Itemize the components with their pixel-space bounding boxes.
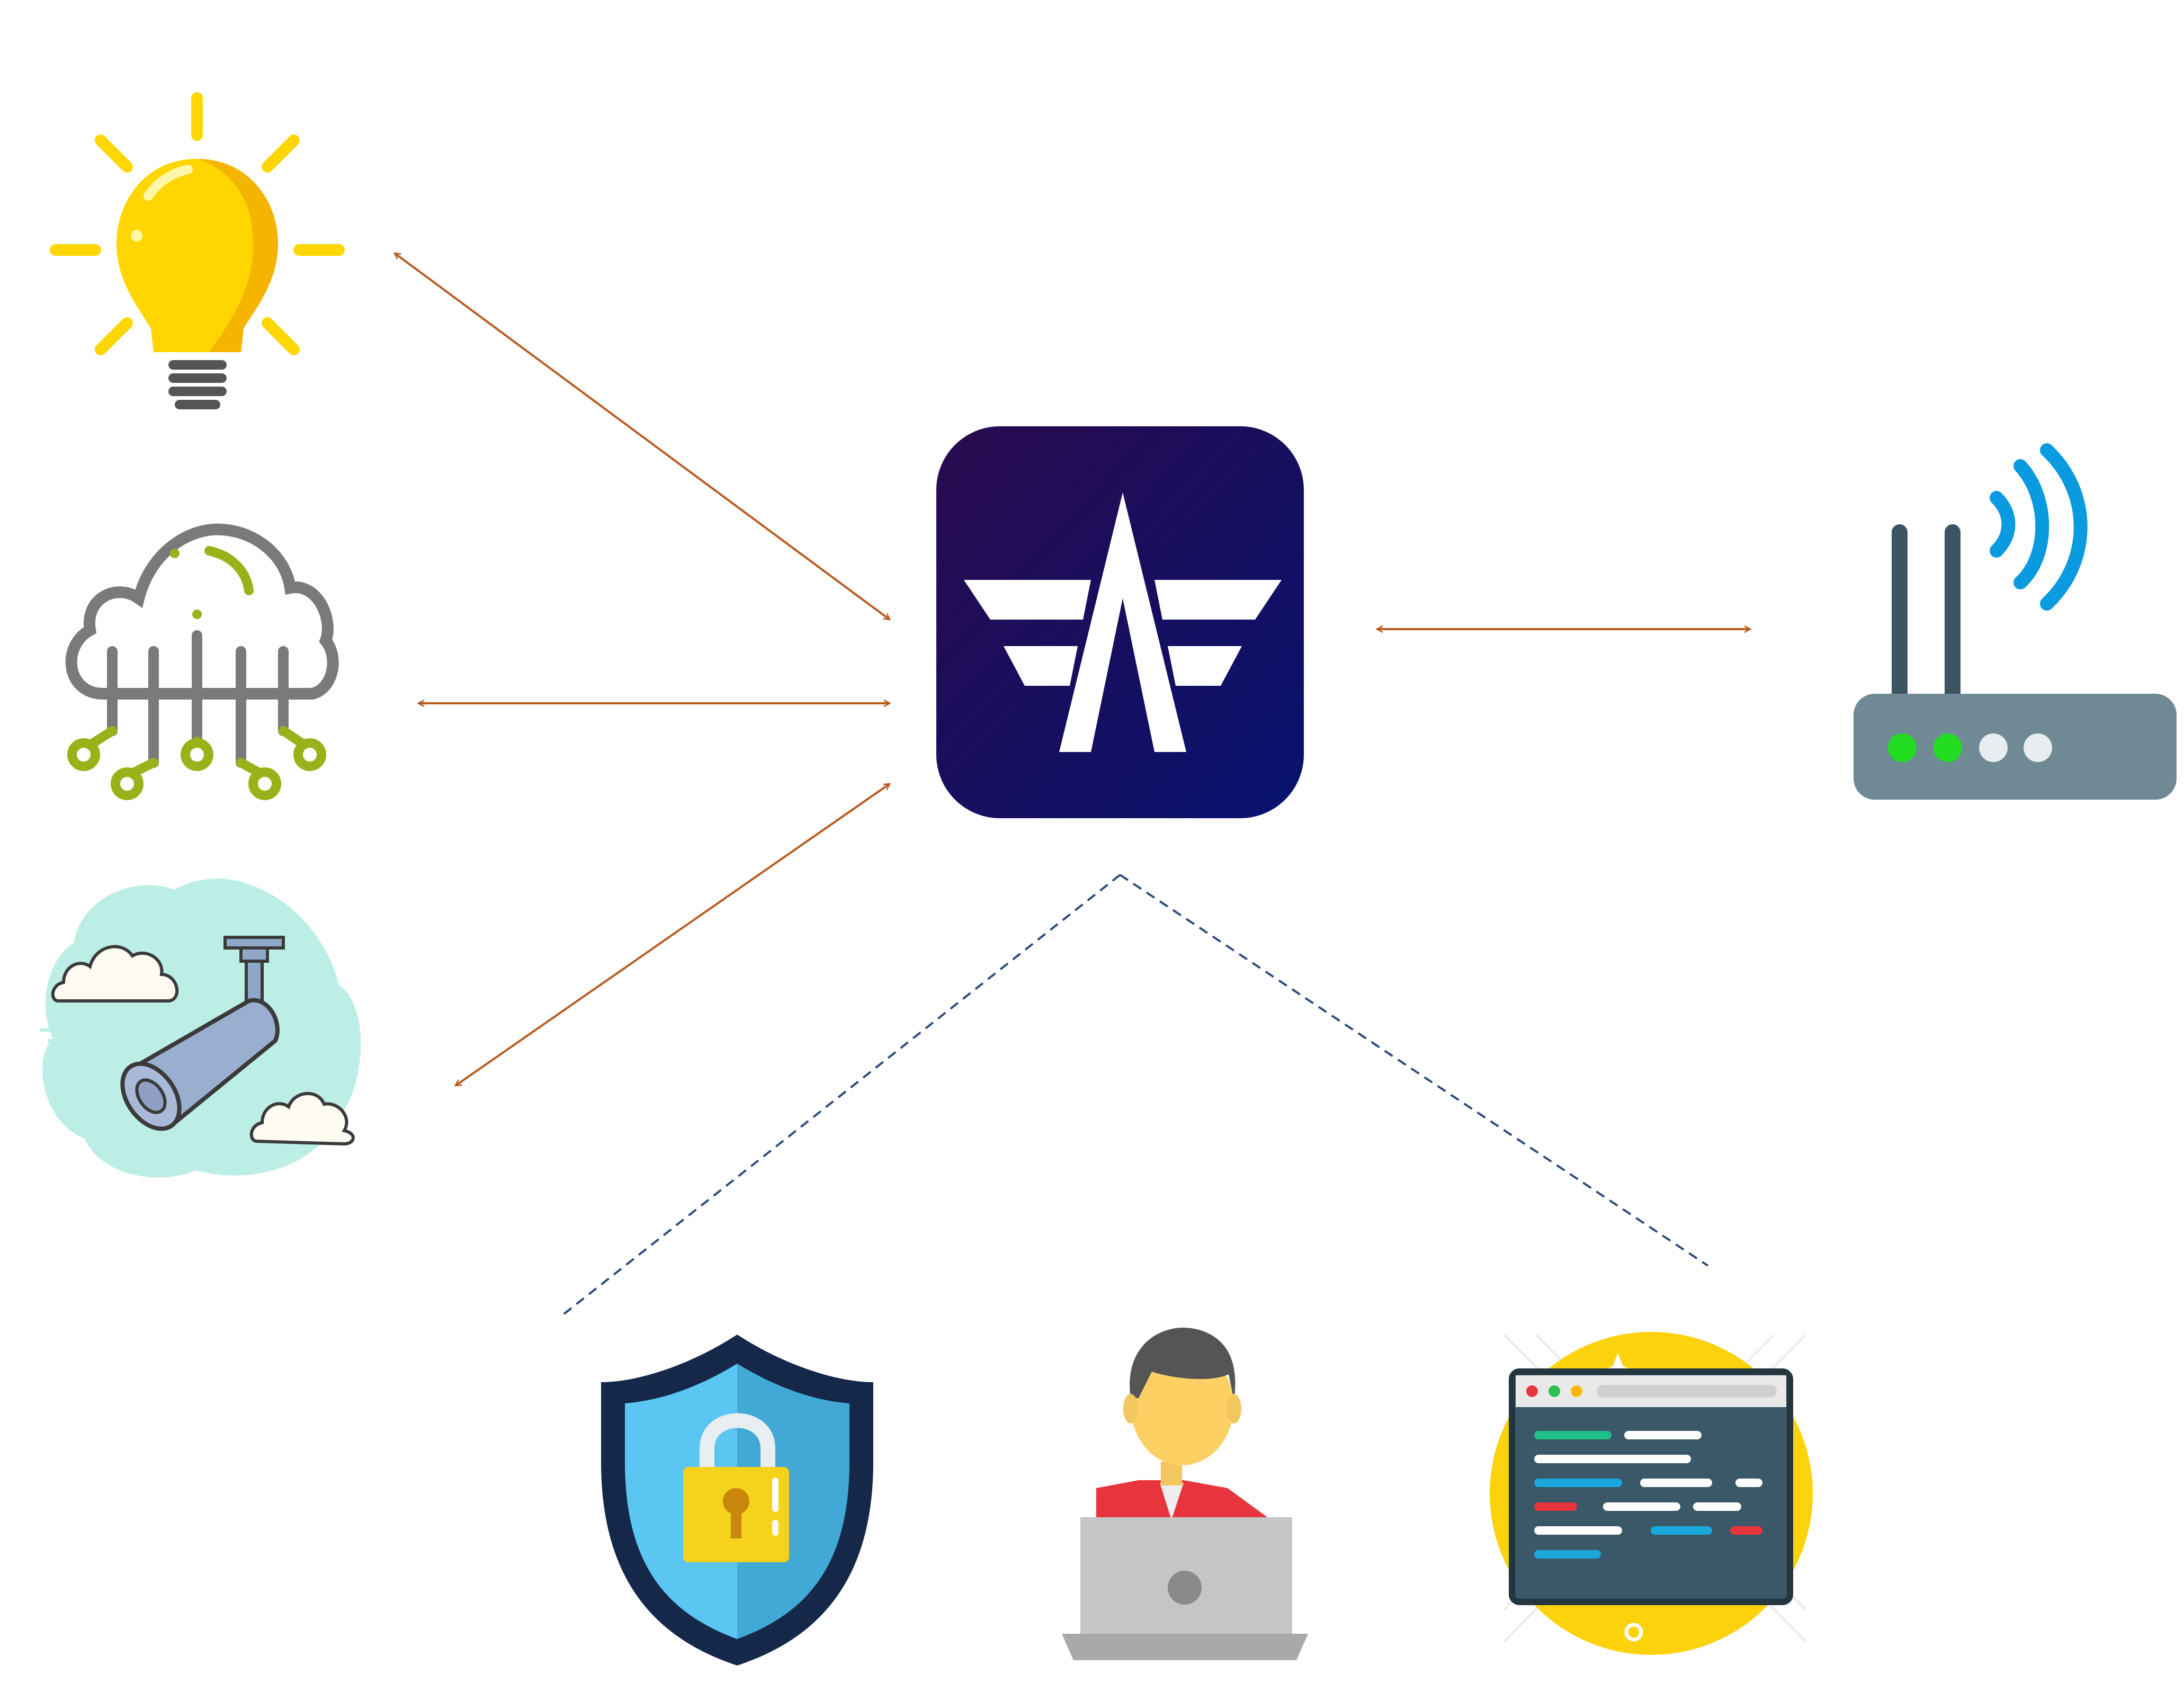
dashed-line-right [1119,874,1709,1267]
developer-icon [1062,1327,1308,1660]
connector-bulb-hub [395,252,890,621]
light-bulb-icon [50,92,345,409]
arrow-connectors [395,252,1750,1087]
connector-camera-hub [455,783,890,1087]
dashed-line-left [560,874,1121,1317]
security-camera-icon [40,879,361,1178]
code-window-icon [1490,1332,1813,1655]
wifi-router-icon [1854,443,2177,800]
cloud-network-icon [65,523,339,800]
app-logo-icon[interactable] [936,426,1304,818]
security-shield-icon [601,1335,873,1666]
dashed-connectors [560,874,1709,1317]
